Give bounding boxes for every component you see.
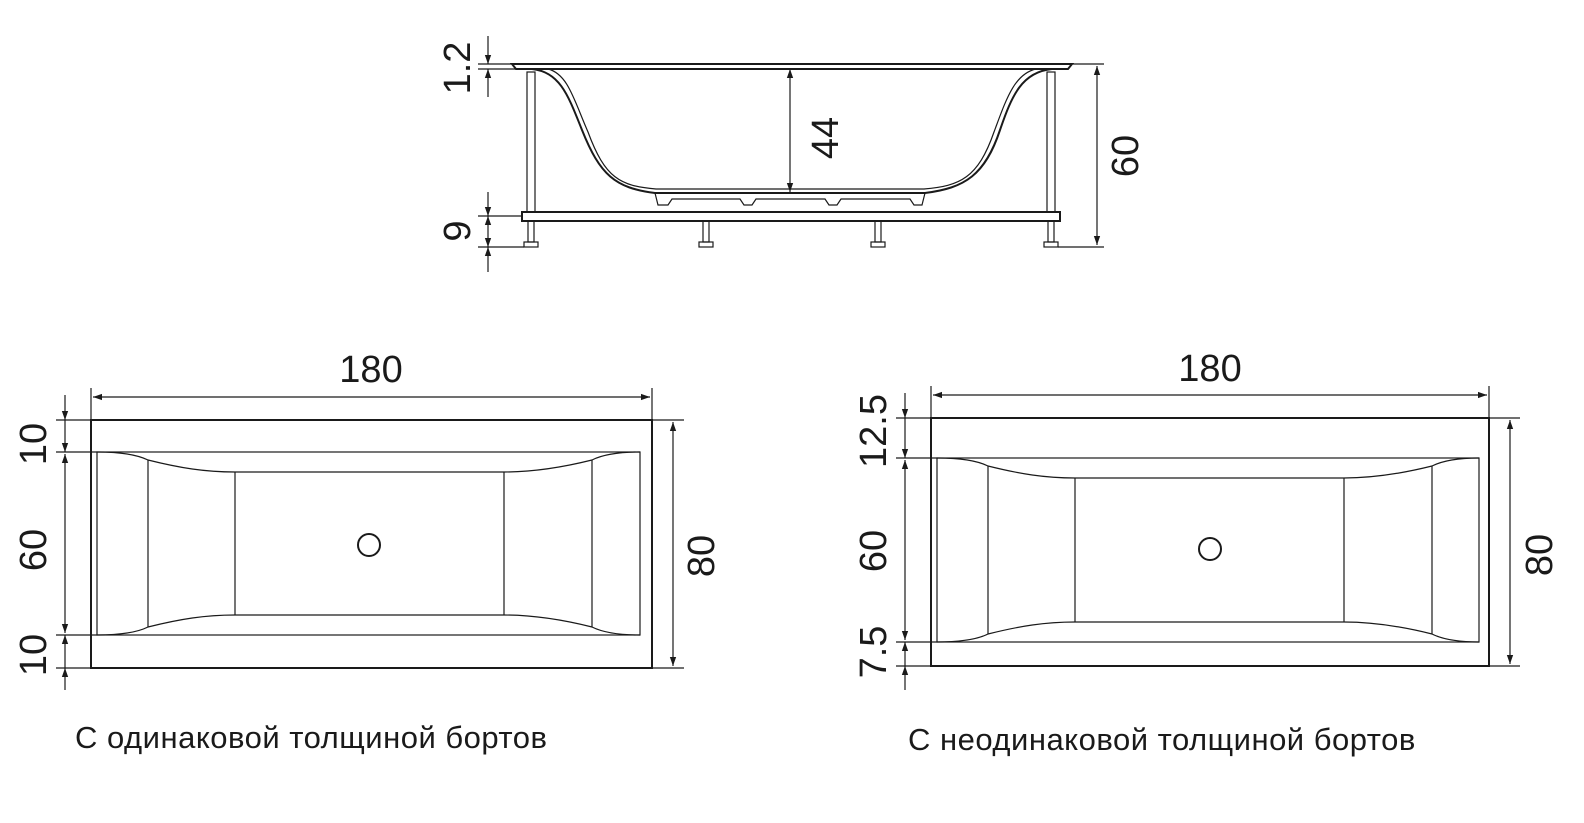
plan-unequal-inner (936, 457, 1480, 643)
drain-equal (357, 533, 381, 557)
dim-width-unequal: 80 (1519, 534, 1561, 576)
plan-unequal-basin (936, 457, 1480, 643)
plan-equal-basin (96, 451, 641, 636)
dim-rim-thickness: 1.2 (437, 42, 479, 95)
side-tub-feet (654, 192, 926, 206)
dim-rim-top-equal: 10 (13, 423, 55, 465)
dim-rim-top-unequal: 12.5 (853, 394, 895, 468)
side-view: 1.2 9 44 60 (437, 36, 1147, 272)
caption-unequal-rims: С неодинаковой толщиной бортов (908, 722, 1416, 757)
dim-inner-width-equal: 60 (13, 529, 55, 571)
dim-length-unequal: 180 (1178, 348, 1241, 390)
plan-unequal: 180 80 12.5 60 7.5 (853, 348, 1561, 690)
frame-post-left (526, 71, 536, 213)
side-tub-shell (531, 68, 1053, 194)
side-tub-inner (547, 68, 1037, 190)
dim-length-equal: 180 (339, 349, 402, 391)
side-legs (523, 220, 1059, 248)
drain-unequal (1198, 537, 1222, 561)
dim-width-equal: 80 (681, 535, 723, 577)
dim-base-height: 9 (437, 220, 479, 241)
dim-rim-bottom-unequal: 7.5 (853, 626, 895, 679)
plan-unequal-outline (930, 417, 1490, 667)
dim-total-height: 60 (1105, 135, 1147, 177)
dim-inner-depth: 44 (805, 117, 847, 159)
caption-equal-rims: С одинаковой толщиной бортов (75, 720, 548, 755)
plan-equal-outline (90, 419, 653, 669)
dim-rim-bottom-equal: 10 (13, 634, 55, 676)
side-base-frame (521, 211, 1061, 222)
side-right-dimensions (1058, 63, 1104, 248)
side-rim (509, 63, 1075, 70)
side-left-dimensions (478, 36, 524, 272)
plan-equal: 180 80 10 60 10 (13, 349, 723, 690)
plan-equal-inner (96, 451, 641, 636)
dim-inner-width-unequal: 60 (853, 530, 895, 572)
frame-post-right (1046, 71, 1056, 213)
